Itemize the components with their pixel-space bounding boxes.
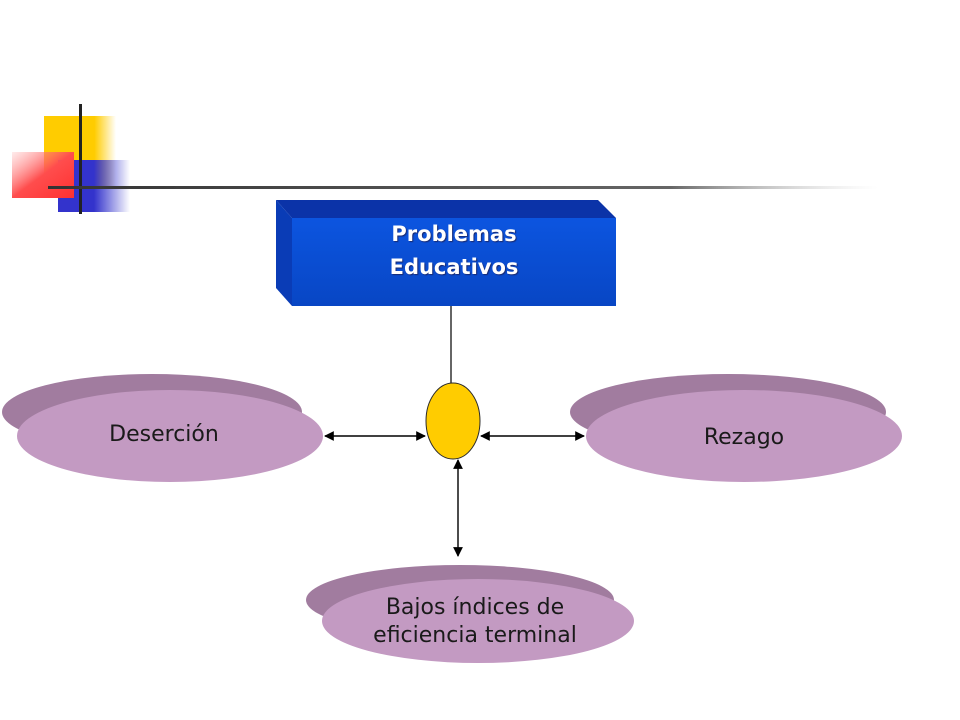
deco-vertical-line <box>79 104 82 214</box>
desercion-label: Deserción <box>109 422 219 447</box>
deco-horizontal-rule <box>48 186 878 189</box>
rezago-label: Rezago <box>703 425 785 450</box>
bajos-indices-ellipse <box>322 579 634 663</box>
bajos-indices-label: Bajos índices de eficiencia terminal <box>350 594 600 650</box>
central-hub <box>425 382 481 460</box>
bajos-indices-node <box>306 565 634 663</box>
center-box-line1: Problemas <box>391 222 517 246</box>
center-box-line2: Educativos <box>389 255 519 279</box>
desercion-ellipse <box>17 390 323 482</box>
box-left-face <box>276 200 292 306</box>
bajos-indices-line1: Bajos índices de <box>385 595 565 620</box>
box-top-face <box>276 200 616 218</box>
corner-decoration <box>12 104 878 214</box>
rezago-ellipse <box>586 390 902 482</box>
box-front-face <box>292 218 616 306</box>
center-box-label: Problemas Educativos <box>292 218 616 284</box>
bajos-indices-line2: eficiencia terminal <box>373 623 577 648</box>
rezago-node <box>570 374 902 482</box>
problemas-educativos-box <box>276 200 616 306</box>
deco-red-square <box>12 152 74 198</box>
desercion-node <box>2 374 323 482</box>
